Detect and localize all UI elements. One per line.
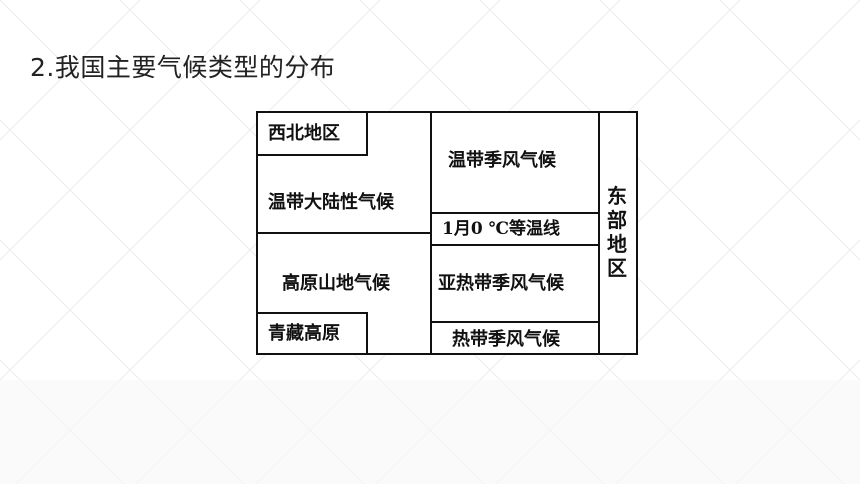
label-eastern-region: 东部地区 xyxy=(607,184,627,280)
outer-border-right xyxy=(636,111,638,355)
isotherm-line-top xyxy=(430,212,600,214)
label-subtropical-monsoon-climate: 亚热带季风气候 xyxy=(438,273,564,294)
label-plateau-mountain-climate: 高原山地气候 xyxy=(282,273,390,294)
label-temperate-monsoon-climate: 温带季风气候 xyxy=(448,150,556,171)
northwest-box-bottom xyxy=(256,154,368,156)
outer-border-top xyxy=(256,111,638,113)
label-northwest-region: 西北地区 xyxy=(268,123,340,144)
divider-northwest-plateau xyxy=(256,232,432,234)
outer-border-bottom xyxy=(256,353,638,355)
slide-title: 2.我国主要气候类型的分布 xyxy=(30,53,336,82)
label-january-0c-isotherm: 1月0 ℃等温线 xyxy=(442,219,560,239)
isotherm-line-bottom xyxy=(430,244,600,246)
tropical-divider xyxy=(430,321,600,323)
climate-distribution-diagram: 西北地区 温带大陆性气候 高原山地气候 青藏高原 温带季风气候 1月0 ℃等温线… xyxy=(256,111,638,355)
label-temperate-continental-climate: 温带大陆性气候 xyxy=(268,192,394,213)
northwest-box-right xyxy=(366,111,368,156)
divider-middle-east xyxy=(598,111,600,355)
plateau-box-top xyxy=(256,312,368,314)
label-tropical-monsoon-climate: 热带季风气候 xyxy=(452,329,560,350)
plateau-box-right xyxy=(366,312,368,355)
label-qinghai-tibet-plateau: 青藏高原 xyxy=(268,323,340,344)
